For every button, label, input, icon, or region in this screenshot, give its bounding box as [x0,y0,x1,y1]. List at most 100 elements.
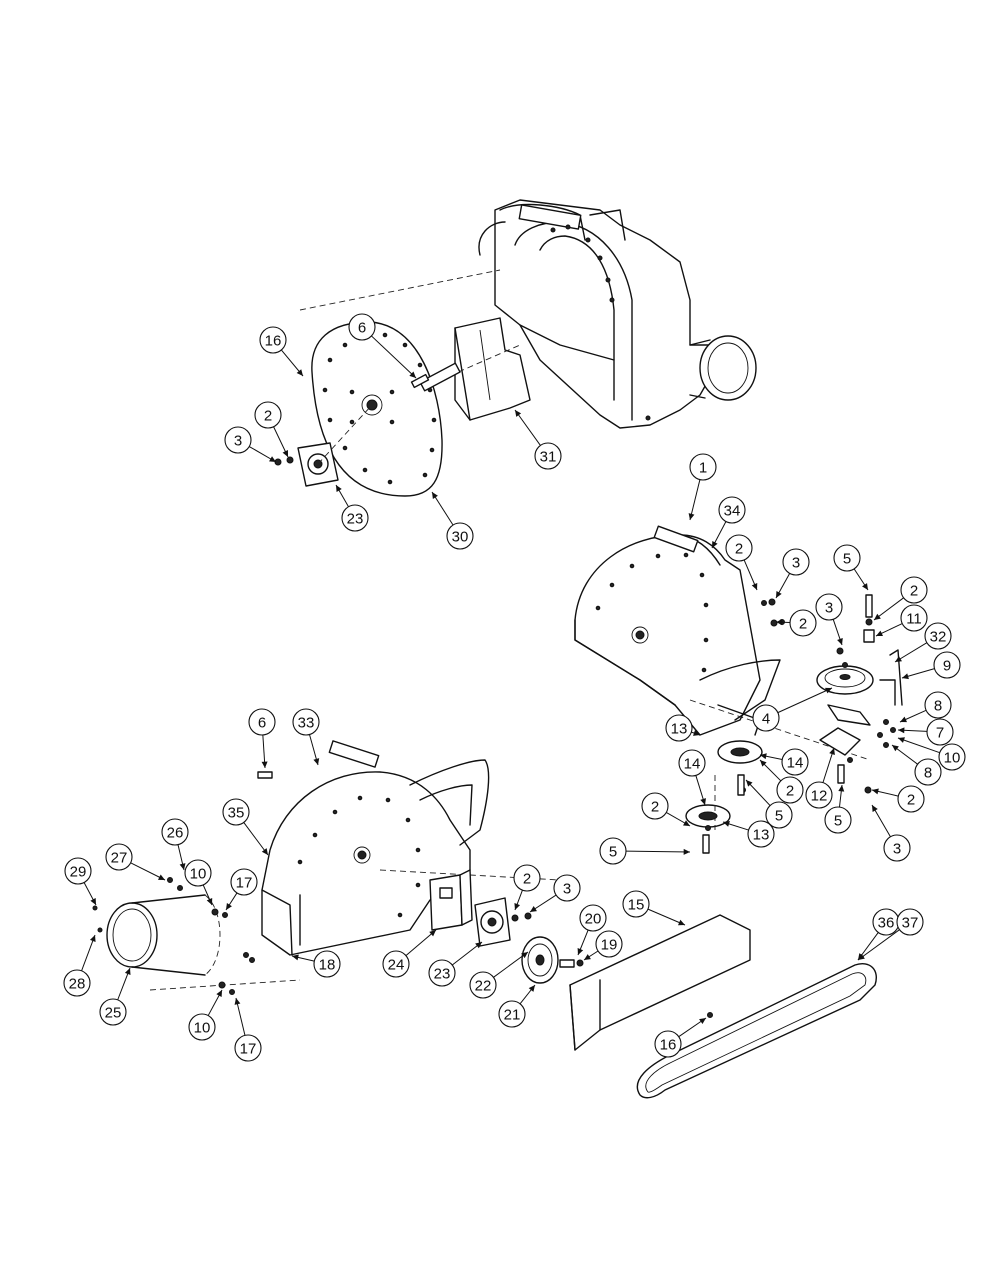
callout-arrowhead [723,821,730,827]
callout-circle [64,857,92,885]
callout-circle [725,534,753,562]
callout-arrowhead [862,583,868,590]
callout-label: 16 [265,333,282,350]
callout-circle [924,622,952,650]
callout-label: 36 [878,915,895,932]
callout-29: 29 [64,857,97,906]
callout-arrowhead [712,541,718,548]
callout-circle [254,401,282,429]
callout-18: 18 [291,950,341,978]
callout-label: 23 [434,966,451,983]
bottom-duct-25 [106,894,301,991]
callout-label: 21 [504,1007,521,1024]
callout-circle [781,748,809,776]
callout-circle [498,1000,526,1028]
callout-circle [161,818,189,846]
callout-circle [259,326,287,354]
callout-2: 2 [725,534,758,591]
callout-circle [718,496,746,524]
callout-label: 7 [936,725,944,742]
callout-arrowhead [90,898,96,905]
callout-arrowhead [429,930,436,937]
callout-label: 10 [944,750,961,767]
callout-3: 3 [871,804,911,862]
callout-3: 3 [815,593,843,646]
callout-label: 2 [907,792,915,809]
callout-arrowhead [515,410,522,417]
callout-2: 2 [641,792,691,827]
callout-leader [405,929,437,956]
callout-label: 30 [452,529,469,546]
callout-arrowhead [898,727,905,734]
callout-label: 14 [684,756,701,773]
callout-arrowhead [872,805,878,812]
callout-circle [534,442,562,470]
belt-guard-15 [569,914,751,1051]
callout-label: 3 [893,841,901,858]
callout-arrowhead [292,954,299,961]
callout-leader [130,862,166,881]
callout-arrowhead [688,513,695,520]
callout-circle [765,801,793,829]
callout-arrowhead [234,998,241,1005]
callout-label: 26 [167,825,184,842]
callout-2: 2 [254,401,289,458]
callout-label: 5 [834,813,842,830]
callout-arrowhead [584,954,591,960]
callout-label: 13 [671,721,688,738]
callout-circle [382,950,410,978]
callout-3: 3 [775,548,810,599]
callout-label: 37 [902,915,919,932]
callout-circle [248,708,276,736]
callout-label: 1 [699,460,707,477]
callout-circle [188,1013,216,1041]
callout-leader [235,997,246,1036]
callout-arrowhead [746,780,753,787]
callout-10: 10 [188,989,223,1041]
callout-label: 3 [825,600,833,617]
callout-15: 15 [622,890,686,926]
callout-label: 28 [69,976,86,993]
callout-6: 6 [248,708,276,769]
callout-circle [933,651,961,679]
callout-11: 11 [875,604,928,637]
callout-leader [81,934,96,972]
callout-arrowhead [530,906,537,912]
callout-10: 10 [897,737,966,771]
callout-arrowhead [296,369,303,376]
callout-label: 32 [930,629,947,646]
callout-label: 2 [735,541,743,558]
callout-arrowhead [872,788,879,795]
callout-6: 6 [348,313,417,379]
callout-label: 4 [762,711,770,728]
callout-circle [622,890,650,918]
callout-label: 5 [775,808,783,825]
callout-17: 17 [225,868,258,911]
callout-label: 9 [943,658,951,675]
callout-arrowhead [837,638,843,645]
callout-leader [647,908,686,926]
callout-35: 35 [222,798,269,856]
callout-2: 2 [775,609,817,637]
callout-arrowhead [898,737,905,743]
callout-arrowhead [760,753,767,760]
callout-23: 23 [335,484,369,532]
callout-5: 5 [833,544,869,591]
callout-arrowhead [158,874,165,880]
callout-label: 34 [724,503,741,520]
callout-33: 33 [292,708,320,766]
callout-arrowhead [313,758,320,765]
callout-28: 28 [63,934,96,997]
callout-1: 1 [688,453,717,521]
callout-23: 23 [428,941,483,987]
callout-arrowhead [475,942,482,949]
callout-circle [579,904,607,932]
callout-arrowhead [432,492,438,499]
top-shaft-6 [410,362,461,392]
callout-arrowhead [700,798,706,805]
callout-4: 4 [752,687,833,732]
callout-20: 20 [577,904,607,956]
callout-circle [348,313,376,341]
